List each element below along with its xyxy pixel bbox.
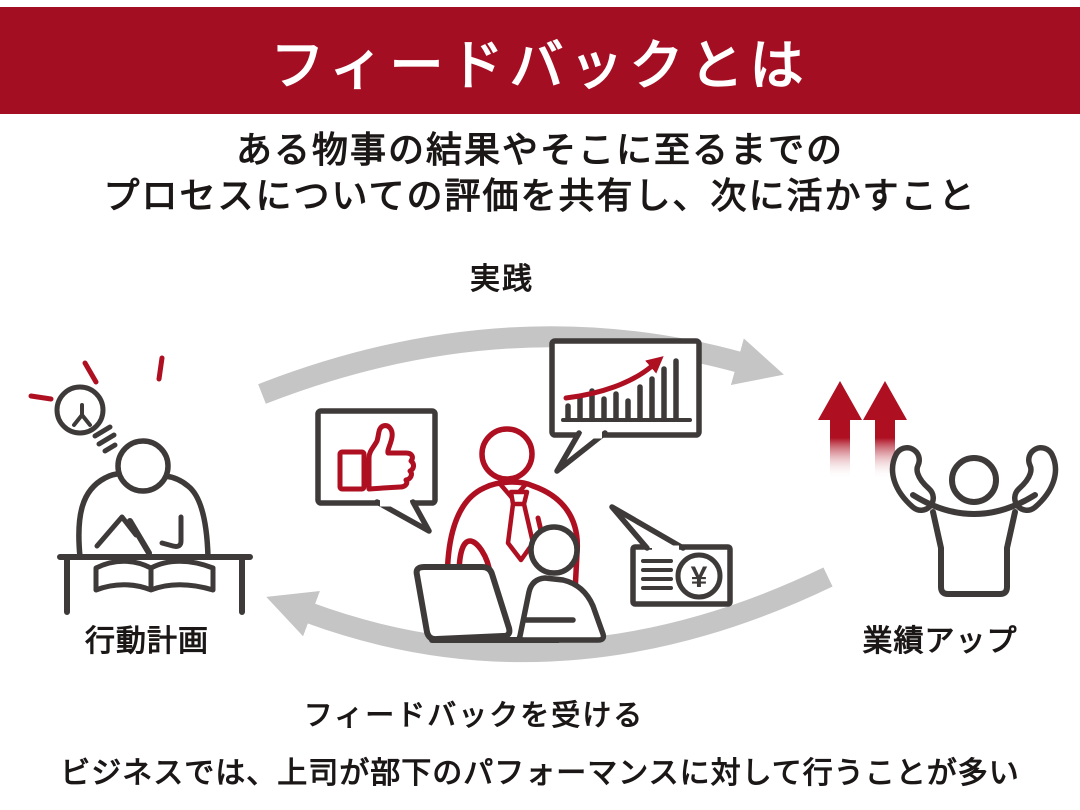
- yen-symbol: ¥: [691, 561, 708, 594]
- bar-chart-bubble: [549, 338, 702, 474]
- definition-line1: ある物事の結果やそこに至るまでの: [0, 127, 1080, 176]
- definition-line2-highlight: プロセスについての評価を共有し、次に活かすこと: [101, 173, 991, 222]
- thumbs-up-bubble: [315, 408, 438, 534]
- money-bubble: ¥: [609, 504, 733, 607]
- cheering-person-icon: [889, 445, 1059, 597]
- action-plan-figure: [28, 355, 253, 615]
- bar-chart-icon: [561, 356, 692, 422]
- footer-lead: ビジネスでは、: [60, 757, 278, 790]
- laptop-icon: [413, 564, 561, 643]
- cycle-label-receive-feedback: フィードバックを受ける: [303, 700, 645, 732]
- open-book-icon: [93, 558, 216, 593]
- money-icon: ¥: [641, 552, 723, 600]
- footer-note: ビジネスでは、上司が部下のパフォーマンスに対して行うことが多い: [0, 748, 1080, 793]
- definition-line2: プロセスについての評価を共有し、次に活かすこと: [0, 173, 1080, 222]
- feedback-scene: ¥: [315, 338, 733, 643]
- title-banner: フィードバックとは: [0, 7, 1080, 114]
- page-title: フィードバックとは: [270, 36, 810, 96]
- cycle-label-action-plan: 行動計画: [85, 625, 209, 658]
- cycle-label-practice: 実践: [470, 263, 534, 296]
- cycle-label-performance-up: 業績アップ: [862, 625, 1018, 658]
- writing-person-icon: [57, 438, 253, 615]
- growth-arrows-icon: [818, 381, 907, 479]
- thumbs-up-icon: [337, 423, 416, 492]
- subordinate-icon: [516, 524, 607, 643]
- definition-text: ある物事の結果やそこに至るまでの プロセスについての評価を共有し、次に活かすこと: [0, 127, 1080, 222]
- necktie-icon: [505, 489, 536, 563]
- footer-highlighted: 上司が部下のパフォーマンスに対して行うことが多い: [275, 748, 1028, 793]
- performance-up-figure: [818, 381, 1059, 597]
- definition-line1-highlight: ある物事の結果やそこに至るまでの: [233, 127, 859, 176]
- cycle-arrow-bottom-icon: [266, 567, 833, 663]
- lightbulb-icon: [28, 355, 165, 454]
